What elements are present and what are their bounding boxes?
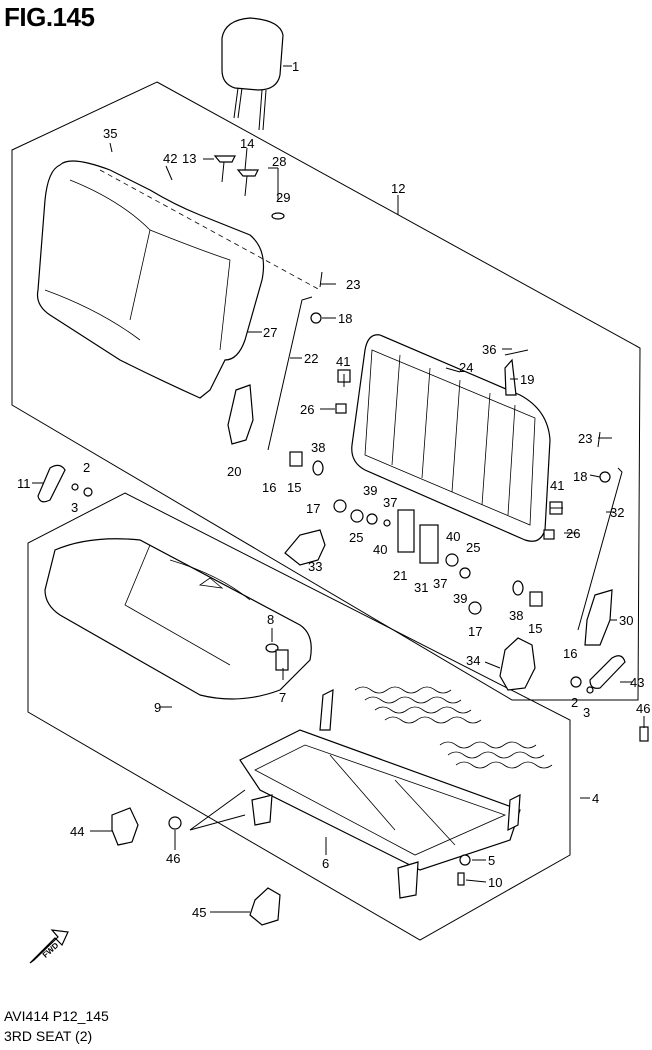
callout-39-bottom: 39 <box>453 591 467 606</box>
callout-labels: 1 12 42 35 13 14 28 29 23 18 27 22 41 36… <box>17 59 650 920</box>
callout-43: 43 <box>630 675 644 690</box>
seat-back-frame <box>351 334 551 542</box>
callout-12: 12 <box>391 181 405 196</box>
hinge-cover-44 <box>111 807 139 846</box>
callout-19: 19 <box>520 372 534 387</box>
headrest <box>221 17 284 131</box>
callout-13: 13 <box>182 151 196 166</box>
callout-20: 20 <box>227 464 241 479</box>
cushion-springs <box>354 686 553 769</box>
callout-22: 22 <box>304 351 318 366</box>
callout-23-top: 23 <box>346 277 360 292</box>
callout-1: 1 <box>292 59 299 74</box>
callout-33: 33 <box>308 559 322 574</box>
callout-4: 4 <box>592 791 599 806</box>
callout-35: 35 <box>103 126 117 141</box>
callout-42: 42 <box>163 151 177 166</box>
striker-bracket-right <box>499 637 536 691</box>
small-hardware <box>37 155 649 742</box>
figure-footer: AVI414 P12_145 3RD SEAT (2) <box>4 1006 109 1046</box>
callout-18-top: 18 <box>338 311 352 326</box>
callout-26-right: 26 <box>566 526 580 541</box>
figure-code: AVI414 P12_145 <box>4 1008 109 1024</box>
callout-32: 32 <box>610 505 624 520</box>
callout-16-left: 16 <box>262 480 276 495</box>
callout-36: 36 <box>482 342 496 357</box>
callout-2-left: 2 <box>83 460 90 475</box>
striker-bracket-left <box>284 529 326 566</box>
seat-back-cover <box>36 160 321 399</box>
callout-25-left: 25 <box>349 530 363 545</box>
callout-25-right: 25 <box>466 540 480 555</box>
callout-27: 27 <box>263 325 277 340</box>
callout-5: 5 <box>488 853 495 868</box>
seat-back-assembly-box <box>11 81 641 701</box>
callout-21: 21 <box>393 568 407 583</box>
callout-40-bottom: 40 <box>446 529 460 544</box>
callout-17-bottom: 17 <box>468 624 482 639</box>
callout-28: 28 <box>272 154 286 169</box>
hinge-bracket-right <box>584 589 613 646</box>
recliner-rod-right <box>577 467 623 631</box>
callout-18-right: 18 <box>573 469 587 484</box>
callout-37-bottom: 37 <box>433 576 447 591</box>
seat-cushion <box>44 538 312 700</box>
callout-39-top: 39 <box>363 483 377 498</box>
callout-41-right: 41 <box>550 478 564 493</box>
callout-7: 7 <box>279 690 286 705</box>
callout-40-top: 40 <box>373 542 387 557</box>
hinge-bracket-left <box>227 384 254 445</box>
hinge-cover-45 <box>249 887 281 926</box>
fwd-arrow-icon: FWD <box>29 929 69 964</box>
leader-lines <box>32 65 645 913</box>
callout-2-right: 2 <box>571 695 578 710</box>
callout-37-top: 37 <box>383 495 397 510</box>
bolt-10 <box>457 872 465 886</box>
callout-10: 10 <box>488 875 502 890</box>
callout-3-right: 3 <box>583 705 590 720</box>
callout-9: 9 <box>154 700 161 715</box>
nut-5 <box>459 854 471 866</box>
callout-46-left: 46 <box>166 851 180 866</box>
callout-29: 29 <box>276 190 290 205</box>
callout-14: 14 <box>240 136 254 151</box>
callout-17-top: 17 <box>306 501 320 516</box>
callout-6: 6 <box>322 856 329 871</box>
callout-16-right: 16 <box>563 646 577 661</box>
callout-41-top: 41 <box>336 354 350 369</box>
recliner-rod-left <box>267 296 313 451</box>
callout-44: 44 <box>70 824 84 839</box>
callout-23-right: 23 <box>578 431 592 446</box>
figure-title: FIG.145 <box>4 2 95 32</box>
callout-3-left: 3 <box>71 500 78 515</box>
callout-24: 24 <box>459 360 473 375</box>
callout-46-right: 46 <box>636 701 650 716</box>
callout-26-top: 26 <box>300 402 314 417</box>
callout-15-left: 15 <box>287 480 301 495</box>
callout-31: 31 <box>414 580 428 595</box>
seat-cushion-assembly-box <box>27 492 571 941</box>
callout-11: 11 <box>17 476 31 491</box>
fwd-arrow-label: FWD <box>41 941 61 960</box>
seat-cushion-frame <box>239 688 521 899</box>
figure-caption: 3RD SEAT (2) <box>4 1028 93 1044</box>
bolt-46-left <box>168 816 182 830</box>
callout-38-top: 38 <box>311 440 325 455</box>
callout-45: 45 <box>192 905 206 920</box>
callout-30: 30 <box>619 613 633 628</box>
callout-34: 34 <box>466 653 480 668</box>
callout-15-right: 15 <box>528 621 542 636</box>
callout-38-bottom: 38 <box>509 608 523 623</box>
callout-8: 8 <box>267 612 274 627</box>
